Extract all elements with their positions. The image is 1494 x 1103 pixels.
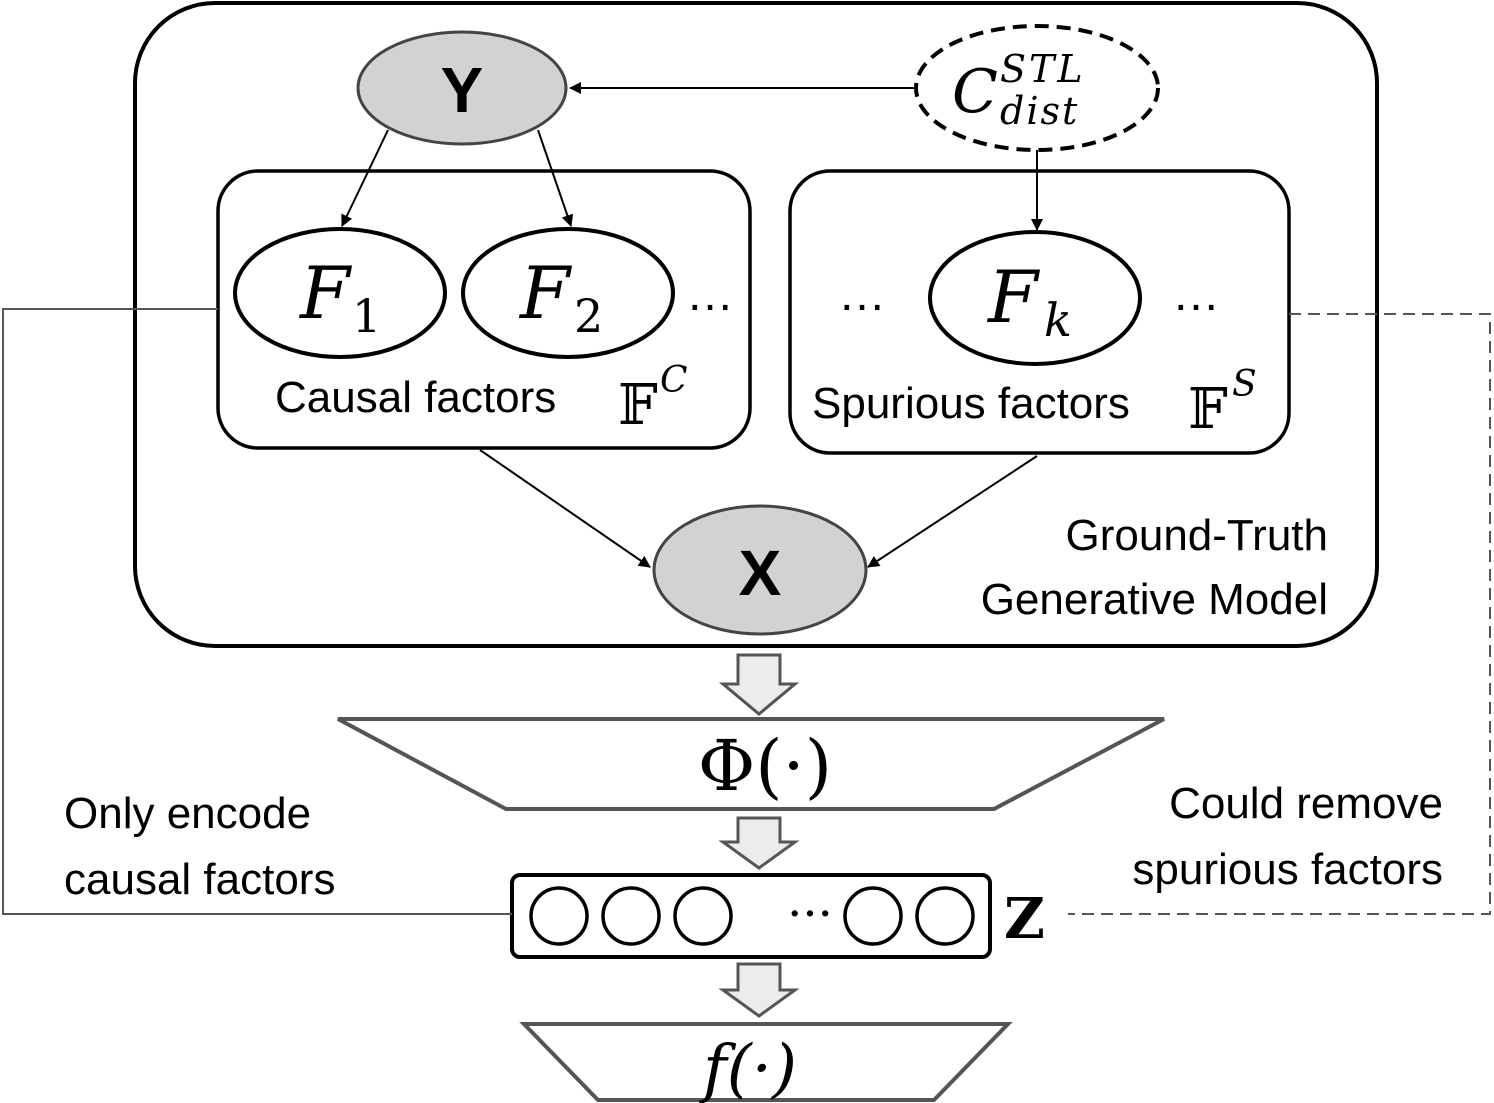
c-dist-node <box>914 24 1160 152</box>
latent-unit <box>673 886 733 946</box>
latent-unit <box>529 886 589 946</box>
latent-unit <box>843 886 903 946</box>
encoder-trapezoid <box>337 717 1165 811</box>
causal-factors-label: Causal factors <box>275 373 556 422</box>
block-arrow-z-to-classifier <box>718 962 800 1018</box>
fk-sub: k <box>1044 293 1072 347</box>
right-annotation-line2: spurious factors <box>1132 845 1443 894</box>
y-node-label: Y <box>441 54 484 126</box>
f1-sub: 1 <box>352 289 381 343</box>
causal-ellipsis: … <box>686 268 734 321</box>
classifier-trapezoid <box>519 1022 1013 1102</box>
c-dist-sup: STL <box>1000 47 1086 91</box>
spurious-factors-label: Spurious factors <box>812 379 1130 428</box>
x-node <box>652 504 868 636</box>
spurious-symbol-sup: S <box>1232 364 1257 405</box>
edge-y-to-f2 <box>537 129 574 227</box>
fk-label: F <box>986 255 1041 339</box>
causal-symbol: 𝔽 <box>618 373 658 438</box>
latent-unit <box>601 886 661 946</box>
c-dist-label: C <box>952 57 998 127</box>
spurious-to-z-connector <box>1068 313 1491 915</box>
causal-to-z-connector <box>2 308 512 915</box>
left-annotation-line1: Only encode <box>64 789 311 838</box>
spurious-ellipsis-right: … <box>1172 268 1220 321</box>
edge-y-to-f1 <box>341 129 389 227</box>
f1-label: F <box>298 251 353 335</box>
latent-ellipsis: ··· <box>787 886 833 942</box>
generative-model-label-line1: Ground-Truth <box>1066 511 1328 560</box>
f1-node <box>233 227 447 359</box>
generative-model-box <box>133 1 1379 648</box>
x-node-label: X <box>739 537 782 609</box>
block-arrow-encoder-to-z <box>718 816 800 870</box>
representation-label: Z <box>1004 886 1045 952</box>
fk-node <box>928 230 1142 366</box>
spurious-ellipsis-left: … <box>838 268 886 321</box>
block-arrow-x-to-encoder <box>718 653 800 716</box>
generative-model-label-line2: Generative Model <box>981 575 1328 624</box>
c-dist-sub: dist <box>1000 89 1079 133</box>
encoder-label: Φ(·) <box>698 725 832 807</box>
edge-causal-to-x <box>479 449 651 568</box>
f2-sub: 2 <box>574 289 603 343</box>
spurious-factors-box <box>788 169 1291 455</box>
causal-symbol-sup: C <box>660 360 688 401</box>
f2-label: F <box>518 251 573 335</box>
latent-unit <box>915 886 975 946</box>
f2-node <box>461 227 675 359</box>
classifier-label: f(·) <box>699 1032 797 1103</box>
left-annotation-line2: causal factors <box>64 855 335 904</box>
spurious-symbol: 𝔽 <box>1188 377 1228 442</box>
right-annotation-line1: Could remove <box>1169 779 1443 828</box>
y-node <box>356 30 568 146</box>
edge-spurious-to-x <box>867 455 1038 568</box>
